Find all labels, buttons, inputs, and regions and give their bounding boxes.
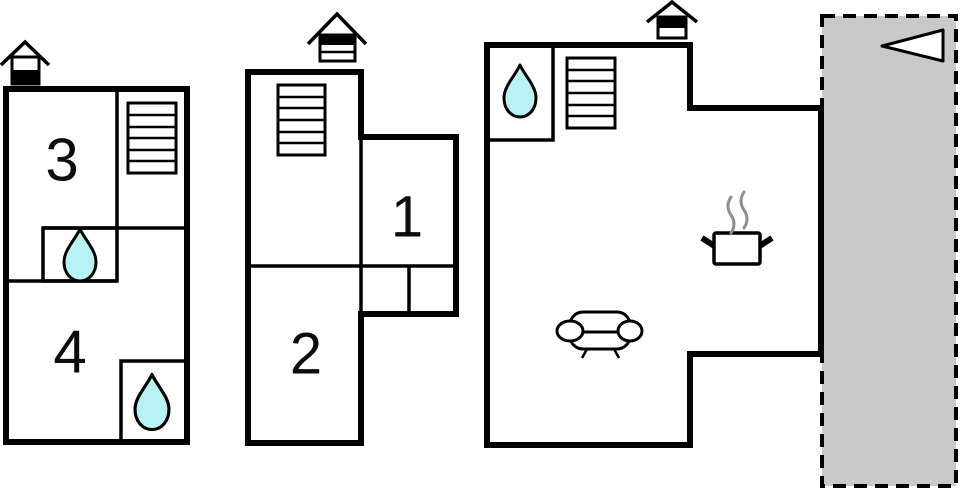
stairs-icon bbox=[126, 101, 178, 175]
bathroom-lower-wall bbox=[119, 359, 189, 444]
room-3-label: 3 bbox=[45, 127, 78, 194]
building-left-interior-walls bbox=[5, 87, 189, 444]
steam-icon bbox=[726, 190, 749, 235]
terrace-dashed-outline bbox=[820, 14, 958, 488]
building-right-outer-wall bbox=[484, 42, 824, 448]
terrace-area bbox=[820, 14, 958, 488]
water-drop-icon bbox=[62, 227, 98, 283]
sofa-icon bbox=[555, 310, 644, 359]
building-middle-outer-wall bbox=[245, 69, 459, 446]
room-1-label: 1 bbox=[391, 185, 423, 250]
bathroom-wall bbox=[485, 43, 555, 142]
water-drop-icon bbox=[502, 63, 538, 119]
direction-arrow-icon bbox=[880, 28, 945, 63]
building-middle: 1 2 bbox=[245, 11, 459, 446]
stairs-icon bbox=[565, 56, 617, 130]
water-drop-icon bbox=[133, 372, 171, 432]
building-left: 3 4 bbox=[0, 39, 190, 445]
chimney-icon bbox=[645, 0, 699, 40]
room-2-label: 2 bbox=[290, 322, 322, 387]
chimney-icon bbox=[306, 11, 368, 63]
chimney-icon bbox=[0, 39, 51, 86]
building-right bbox=[484, 0, 824, 448]
building-middle-interior-walls bbox=[248, 138, 456, 314]
cooking-pot-icon bbox=[700, 190, 774, 266]
room-4-label: 4 bbox=[53, 319, 86, 386]
stairs-icon bbox=[276, 83, 327, 157]
